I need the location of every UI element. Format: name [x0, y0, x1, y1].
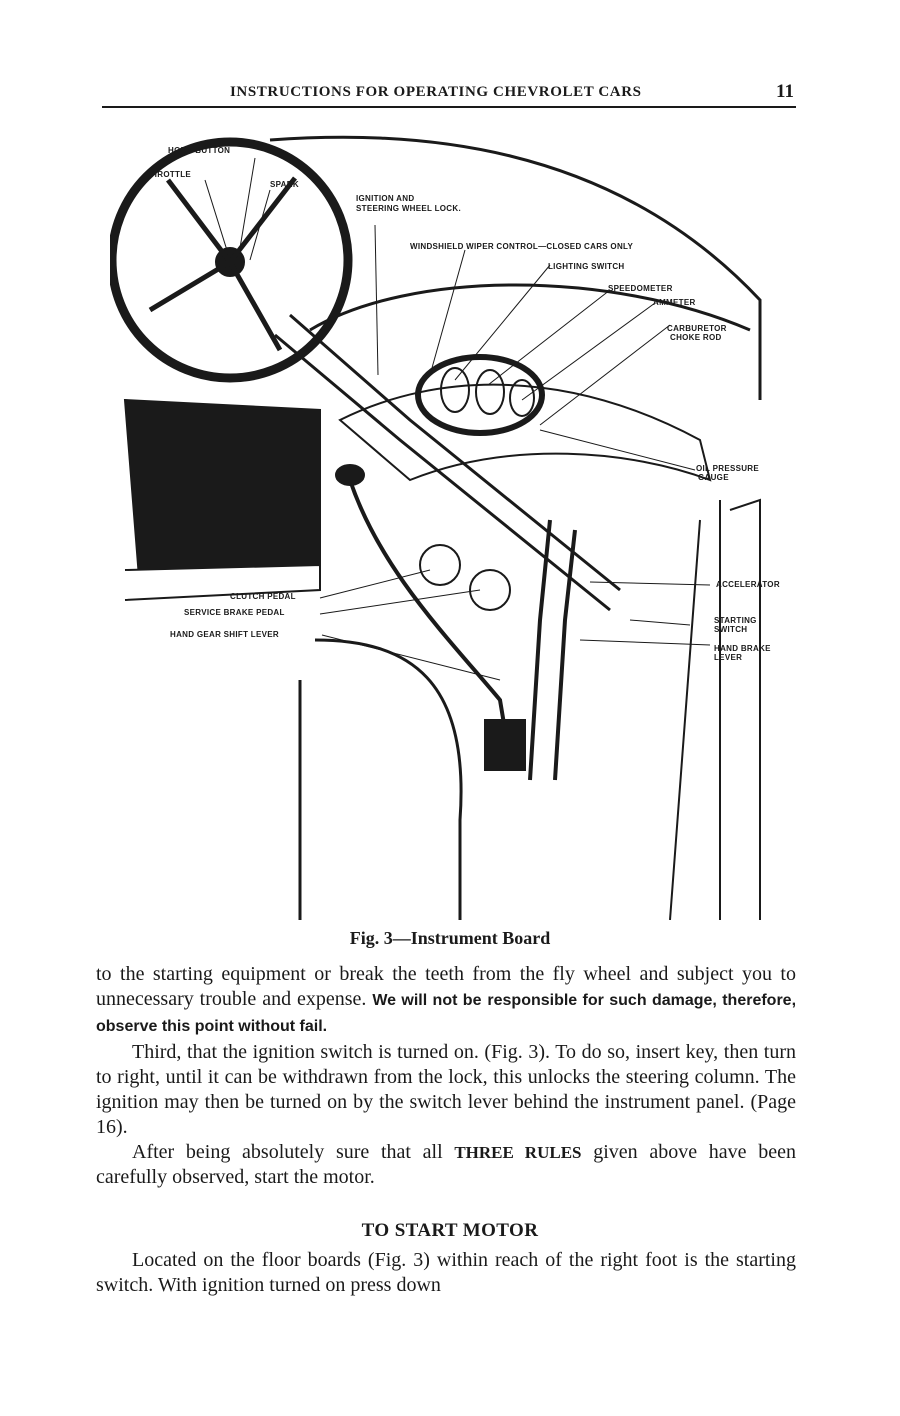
instrument-panel: [415, 354, 545, 436]
callout-accelerator: ACCELERATOR: [716, 580, 780, 589]
callout-hand-brake-2: LEVER: [714, 653, 743, 662]
paragraph-1-bold-b: responsible for such damage, therefore, …: [96, 992, 797, 1035]
callout-service-brake: SERVICE BRAKE PEDAL: [184, 608, 285, 617]
paragraph-1: to the starting equipment or break the t…: [96, 962, 796, 1039]
callout-horn-button: HORN BUTTON: [168, 146, 231, 155]
gear-shift-lever: [348, 479, 512, 761]
callout-starting-switch-1: STARTING: [714, 616, 757, 625]
callout-oil-pressure-2: GAUGE: [698, 473, 729, 482]
dash-bottom: [338, 383, 712, 482]
header-title: INSTRUCTIONS FOR OPERATING CHEVROLET CAR…: [230, 84, 642, 100]
paragraph-4: Located on the floor boards (Fig. 3) wit…: [96, 1249, 796, 1296]
callout-lighting-switch: LIGHTING SWITCH: [548, 262, 625, 271]
three-rules: THREE RULES: [454, 1143, 582, 1162]
running-header: INSTRUCTIONS FOR OPERATING CHEVROLET CAR…: [102, 81, 796, 108]
figure-caption: Fig. 3—Instrument Board: [349, 928, 551, 948]
callout-hand-brake-1: HAND BRAKE: [714, 644, 771, 653]
callout-windshield-wiper: WINDSHIELD WIPER CONTROL—CLOSED CARS ONL…: [410, 242, 634, 251]
paragraph-1-bold-a: We will not be: [372, 992, 482, 1009]
callout-starting-switch-2: SWITCH: [714, 625, 748, 634]
paragraph-1-text: to the starting equipment or break the t…: [96, 963, 796, 1010]
paragraph-3-text-b: given above have been carefully observed…: [96, 1141, 796, 1188]
instrument-board-drawing: [110, 135, 762, 920]
callout-clutch-pedal: CLUTCH PEDAL: [230, 592, 296, 601]
callout-leaders: [204, 157, 711, 681]
callout-ammeter: AMMETER: [653, 298, 696, 307]
paragraph-2: Third, that the ignition switch is turne…: [96, 1041, 796, 1138]
callout-oil-pressure-1: OIL PRESSURE: [696, 464, 760, 473]
paragraph-3: After being absolutely sure that all THR…: [96, 1140, 796, 1190]
instrument-board-figure: HORN BUTTON THROTTLE SPARK IGNITION AND …: [110, 120, 810, 920]
callout-ignition-lock-2: STEERING WHEEL LOCK.: [356, 204, 461, 213]
floor-gauge-1: [419, 544, 461, 586]
floor-gauge-2: [469, 569, 511, 611]
callout-speedometer: SPEEDOMETER: [608, 284, 673, 293]
callout-carburetor-2: CHOKE ROD: [670, 333, 722, 342]
callout-gear-shift: HAND GEAR SHIFT LEVER: [170, 630, 279, 639]
callout-spark: SPARK: [270, 180, 299, 189]
windshield-frame: [269, 135, 762, 400]
dash-top: [309, 283, 751, 332]
section-heading: TO START MOTOR: [361, 1220, 539, 1241]
callout-ignition-lock-1: IGNITION AND: [356, 194, 415, 203]
wheel-spokes: [148, 176, 297, 352]
steering-wheel: [110, 137, 353, 383]
hand-brake-lever: [528, 519, 577, 781]
right-pillar: [669, 500, 721, 920]
callout-carburetor-1: CARBURETOR: [667, 324, 727, 333]
page-number: 11: [776, 81, 794, 102]
paragraph-3-text-a: After being absolutely sure that all: [132, 1141, 455, 1163]
callout-throttle: THROTTLE: [146, 170, 192, 179]
